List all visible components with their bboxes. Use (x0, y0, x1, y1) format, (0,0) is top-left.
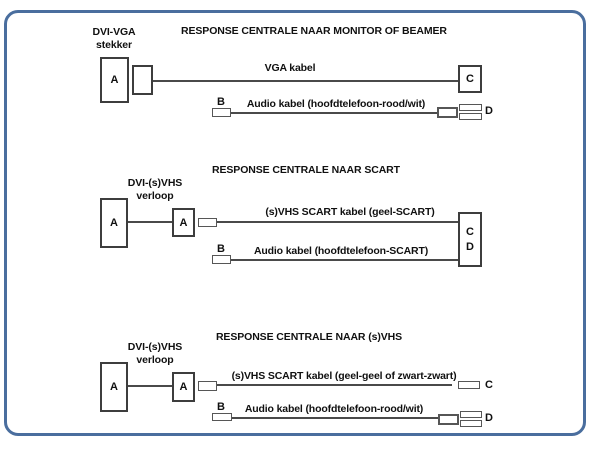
section3-plug-c (458, 381, 480, 389)
section2-adapter-link-line (128, 221, 172, 223)
box-c-label: C (466, 225, 474, 238)
box-d-label: D (466, 240, 474, 253)
section3-adapter-link-line (128, 385, 172, 387)
section2-adapter-label: DVI-(s)VHS verloop (115, 177, 195, 203)
section3-plug-d-pin-top (460, 411, 482, 418)
section1-box-c: C (458, 65, 482, 93)
section1-plug-b-label: B (217, 96, 225, 108)
section1-plug-d-pin-bottom (459, 113, 482, 120)
section2-video-plug (198, 218, 217, 227)
section1-plug-d-body (437, 107, 458, 118)
section1-vga-cable-label: VGA kabel (264, 62, 316, 74)
adapter-label-line1: DVI-VGA (92, 26, 136, 38)
section1-plug-d-label: D (485, 105, 493, 117)
section2-video-cable-label: (s)VHS SCART kabel (geel-SCART) (265, 206, 435, 218)
section2-audio-cable-label: Audio kabel (hoofdtelefoon-SCART) (253, 245, 429, 257)
section1-adapter-label: DVI-VGA stekker (74, 26, 154, 52)
section1-title: RESPONSE CENTRALE NAAR MONITOR OF BEAMER (181, 25, 447, 37)
section1-plug-d-pin-top (459, 104, 482, 111)
section2-audio-cable-line (231, 259, 458, 261)
adapter-box-a-label: A (179, 216, 188, 229)
adapter-box-a-label: A (179, 381, 188, 393)
box-a-label: A (110, 217, 118, 229)
section3-video-cable-label: (s)VHS SCART kabel (geel-geel of zwart-z… (231, 370, 457, 382)
section2-plug-b (212, 255, 231, 264)
section3-plug-d-label: D (485, 412, 493, 424)
box-c-label: C (466, 73, 474, 85)
section2-box-a: A (100, 198, 128, 248)
section2-title: RESPONSE CENTRALE NAAR SCART (212, 164, 400, 176)
section3-video-plug (198, 381, 217, 391)
section3-audio-cable-line (232, 417, 438, 419)
section3-plug-b-label: B (217, 401, 225, 413)
section3-plug-d-body (438, 414, 459, 425)
adapter-label-line1: DVI-(s)VHS (127, 341, 183, 353)
section1-dvi-vga-plug (132, 65, 153, 95)
adapter-label-line2: verloop (136, 354, 174, 366)
section3-box-a: A (100, 362, 128, 412)
section3-adapter-box-a: A (172, 372, 195, 402)
section2-plug-b-label: B (217, 243, 225, 255)
section1-box-a: A (100, 57, 129, 103)
section3-plug-d-pin-bottom (460, 420, 482, 427)
section1-audio-cable-line (231, 112, 437, 114)
section1-audio-cable-label: Audio kabel (hoofdtelefoon-rood/wit) (246, 98, 426, 110)
section1-plug-b (212, 108, 231, 117)
adapter-label-line2: stekker (95, 39, 133, 51)
section3-plug-b (212, 413, 232, 421)
section2-box-cd: C D (458, 212, 482, 267)
adapter-label-line1: DVI-(s)VHS (127, 177, 183, 189)
section3-audio-cable-label: Audio kabel (hoofdtelefoon-rood/wit) (244, 403, 424, 415)
section2-adapter-box-a: A (172, 208, 195, 237)
section3-video-cable-line (217, 384, 452, 386)
section3-adapter-label: DVI-(s)VHS verloop (115, 341, 195, 367)
section3-title: RESPONSE CENTRALE NAAR (s)VHS (215, 331, 403, 343)
section1-vga-cable-line (153, 80, 458, 82)
box-a-label: A (110, 381, 118, 393)
section2-video-cable-line (217, 221, 458, 223)
adapter-label-line2: verloop (136, 190, 174, 202)
section3-plug-c-label: C (485, 379, 493, 391)
box-a-label: A (110, 74, 119, 86)
